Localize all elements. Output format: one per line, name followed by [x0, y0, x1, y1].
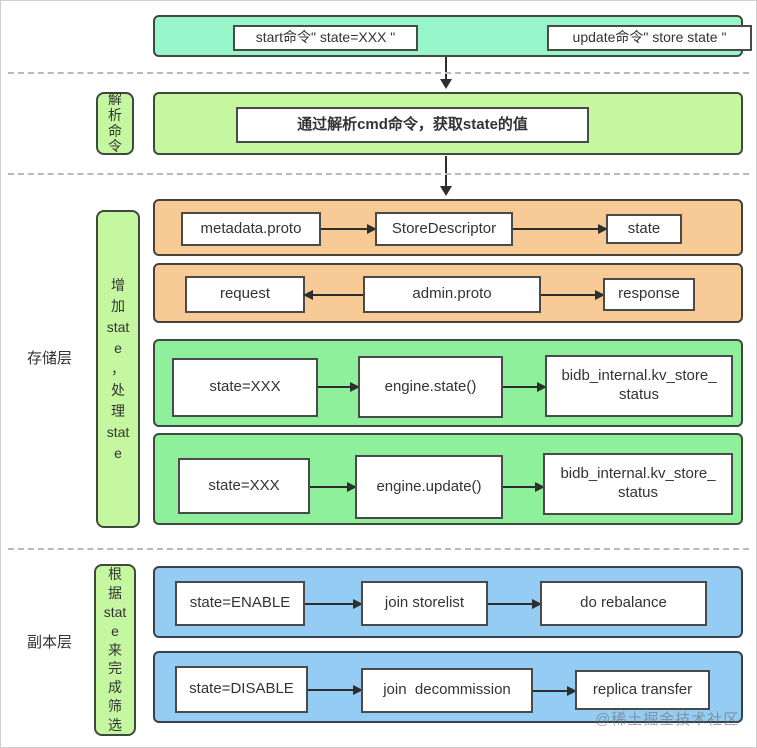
section-divider: [8, 173, 749, 175]
right-arrow-icon: [305, 599, 363, 609]
flow-box: request: [185, 276, 305, 313]
start-command-box: start命令" state=XXX ": [233, 25, 418, 51]
flow-box: metadata.proto: [181, 212, 321, 246]
enable-flow-bar: state=ENABLE join storelist do rebalance: [153, 566, 743, 638]
flow-box: join storelist: [361, 581, 488, 626]
flow-box: bidb_internal.kv_store_ status: [545, 355, 733, 417]
flow-box: engine.state(): [358, 356, 503, 418]
right-arrow-icon: [503, 482, 545, 492]
update-command-box: update命令" store state ": [547, 25, 752, 51]
flow-box: state=ENABLE: [175, 581, 305, 626]
replica-section-label: 根 据 stat e 来 完 成 筛 选: [94, 564, 136, 736]
left-arrow-icon: [303, 290, 363, 300]
parse-cmd-box: 通过解析cmd命令，获取state的值: [236, 107, 589, 143]
right-arrow-icon: [513, 224, 608, 234]
flow-box: do rebalance: [540, 581, 707, 626]
replica-layer-label: 副本层: [27, 634, 73, 651]
disable-flow-bar: state=DISABLE join decommission replica …: [153, 651, 743, 723]
watermark: @稀土掘金技术社区: [595, 711, 740, 728]
right-arrow-icon: [321, 224, 377, 234]
right-arrow-icon: [310, 482, 357, 492]
flow-box: join decommission: [361, 668, 533, 713]
flow-box: state=XXX: [172, 358, 318, 417]
flow-box: admin.proto: [363, 276, 541, 313]
section-divider: [8, 72, 749, 74]
flow-box: replica transfer: [575, 670, 710, 710]
flow-box: bidb_internal.kv_store_ status: [543, 453, 733, 515]
storage-section-label: 增 加 stat e ， 处 理 stat e: [96, 210, 140, 528]
flow-box: response: [603, 278, 695, 311]
flow-box: state=XXX: [178, 458, 310, 514]
storage-layer-label: 存储层: [27, 350, 73, 367]
right-arrow-icon: [318, 382, 360, 392]
flow-box: engine.update(): [355, 455, 503, 519]
engine-update-flow-bar: state=XXX engine.update() bidb_internal.…: [153, 433, 743, 525]
metadata-proto-flow-bar: metadata.proto StoreDescriptor state: [153, 199, 743, 256]
engine-state-flow-bar: state=XXX engine.state() bidb_internal.k…: [153, 339, 743, 427]
right-arrow-icon: [503, 382, 547, 392]
flow-box: state=DISABLE: [175, 666, 308, 713]
section-divider: [8, 548, 749, 550]
admin-proto-flow-bar: request admin.proto response: [153, 263, 743, 323]
right-arrow-icon: [308, 685, 363, 695]
command-input-bar: start命令" state=XXX " update命令" store sta…: [153, 15, 752, 57]
flow-box: StoreDescriptor: [375, 212, 513, 246]
right-arrow-icon: [533, 686, 577, 696]
right-arrow-icon: [488, 599, 542, 609]
flow-box: state: [606, 214, 682, 244]
right-arrow-icon: [541, 290, 605, 300]
parse-section-label: 解 析 命 令: [96, 91, 134, 155]
down-arrow-icon: [440, 156, 452, 196]
parse-command-bar: 通过解析cmd命令，获取state的值: [153, 92, 743, 155]
